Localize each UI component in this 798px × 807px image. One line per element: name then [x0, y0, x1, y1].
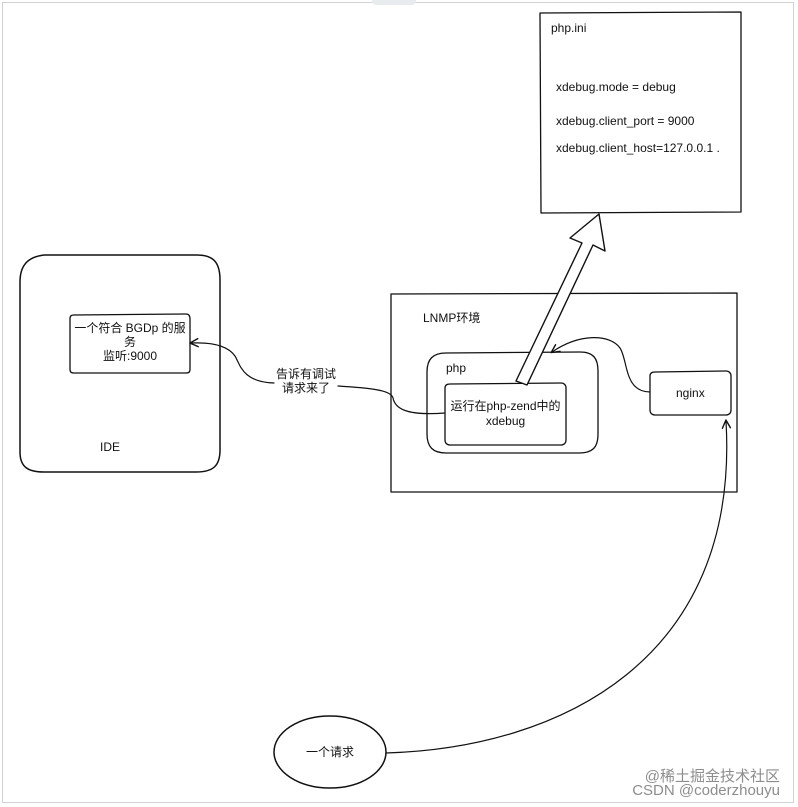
ini-line-mode: xdebug.mode = debug — [556, 80, 676, 94]
php-box — [426, 351, 599, 454]
request-to-nginx-arrow — [385, 419, 732, 754]
php-ini-box — [539, 11, 742, 214]
nginx-label: nginx — [676, 386, 705, 400]
service-box — [69, 313, 191, 374]
xdebug-line-1: 运行在php-zend中的 — [450, 399, 561, 413]
service-line-1: 一个符合 BGDp 的服务 — [74, 321, 186, 349]
ini-line-host: xdebug.client_host=127.0.0.1 . — [556, 141, 720, 155]
request-ellipse — [273, 715, 387, 789]
watermark-csdn: CSDN @coderzhouyu — [632, 782, 780, 799]
xdebug-to-ide-arrow-head — [189, 337, 275, 384]
watermark-juejin: @稀土掘金技术社区 — [644, 768, 780, 785]
xdebug-text: 运行在php-zend中的 xdebug — [447, 399, 564, 429]
ini-line-port: xdebug.client_port = 9000 — [556, 114, 695, 128]
request-label: 一个请求 — [306, 745, 355, 759]
php-label: php — [446, 361, 467, 375]
service-line-2: 监听:9000 — [102, 349, 158, 363]
ide-box — [19, 254, 221, 473]
lnmp-label: LNMP环境 — [423, 311, 481, 325]
lnmp-box — [390, 292, 738, 493]
ide-label: IDE — [100, 440, 121, 454]
xdebug-to-ini-arrow — [515, 213, 606, 386]
nginx-to-php-arrow — [550, 337, 651, 393]
nginx-box — [649, 370, 732, 416]
top-handle — [372, 0, 416, 5]
xdebug-to-ide-arrow-tail — [337, 385, 446, 415]
ini-title: php.ini — [551, 21, 587, 35]
xdebug-line-2: xdebug — [485, 414, 526, 428]
notify-arrow-label: 告诉有调试请求来了 — [276, 367, 337, 395]
xdebug-box — [444, 382, 567, 446]
service-text: 一个符合 BGDp 的服务 监听:9000 — [72, 321, 188, 363]
